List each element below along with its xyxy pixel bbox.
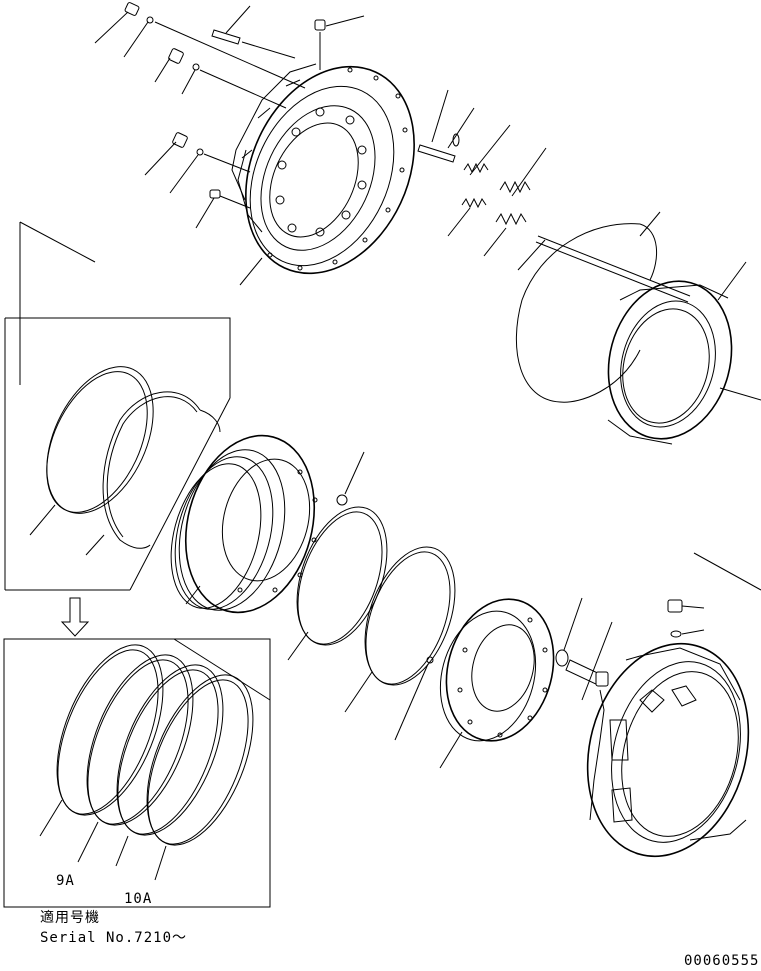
plug-bolt-middle: [154, 48, 287, 109]
dowel-pin: [195, 189, 263, 286]
plug-bolt-top: [314, 15, 365, 70]
part-label-9a: 9A: [56, 873, 75, 889]
part-label-10a: 10A: [124, 891, 152, 907]
serial-heading: 適用号機: [40, 909, 100, 926]
plug-bolt-upper: [94, 2, 306, 89]
seal-ring-small: [394, 656, 434, 741]
washer-and-bolt: [555, 597, 613, 701]
clutch-piston: [170, 434, 318, 614]
end-plate: [439, 598, 555, 769]
stud-bolt: [211, 5, 296, 59]
serial-number: Serial No.7210～: [40, 930, 187, 946]
clutch-housing: [586, 642, 750, 858]
o-ring-medium-1: [287, 506, 388, 661]
flywheel-housing: [231, 63, 415, 275]
plug-bolt-housing: [667, 599, 705, 638]
o-ring-large: [515, 211, 661, 403]
drawing-number: 00060555: [684, 953, 759, 969]
plug-bolt-lower: [144, 132, 251, 194]
snap-ring-detail-box: [4, 221, 231, 591]
o-ring-medium-2: [344, 546, 456, 713]
down-arrow-icon: [60, 597, 90, 637]
ring-set-detail-box: [3, 638, 271, 908]
retainer-ring-plate: [607, 261, 761, 591]
washer-small: [336, 451, 365, 506]
pin-and-spring-set: [417, 89, 691, 303]
